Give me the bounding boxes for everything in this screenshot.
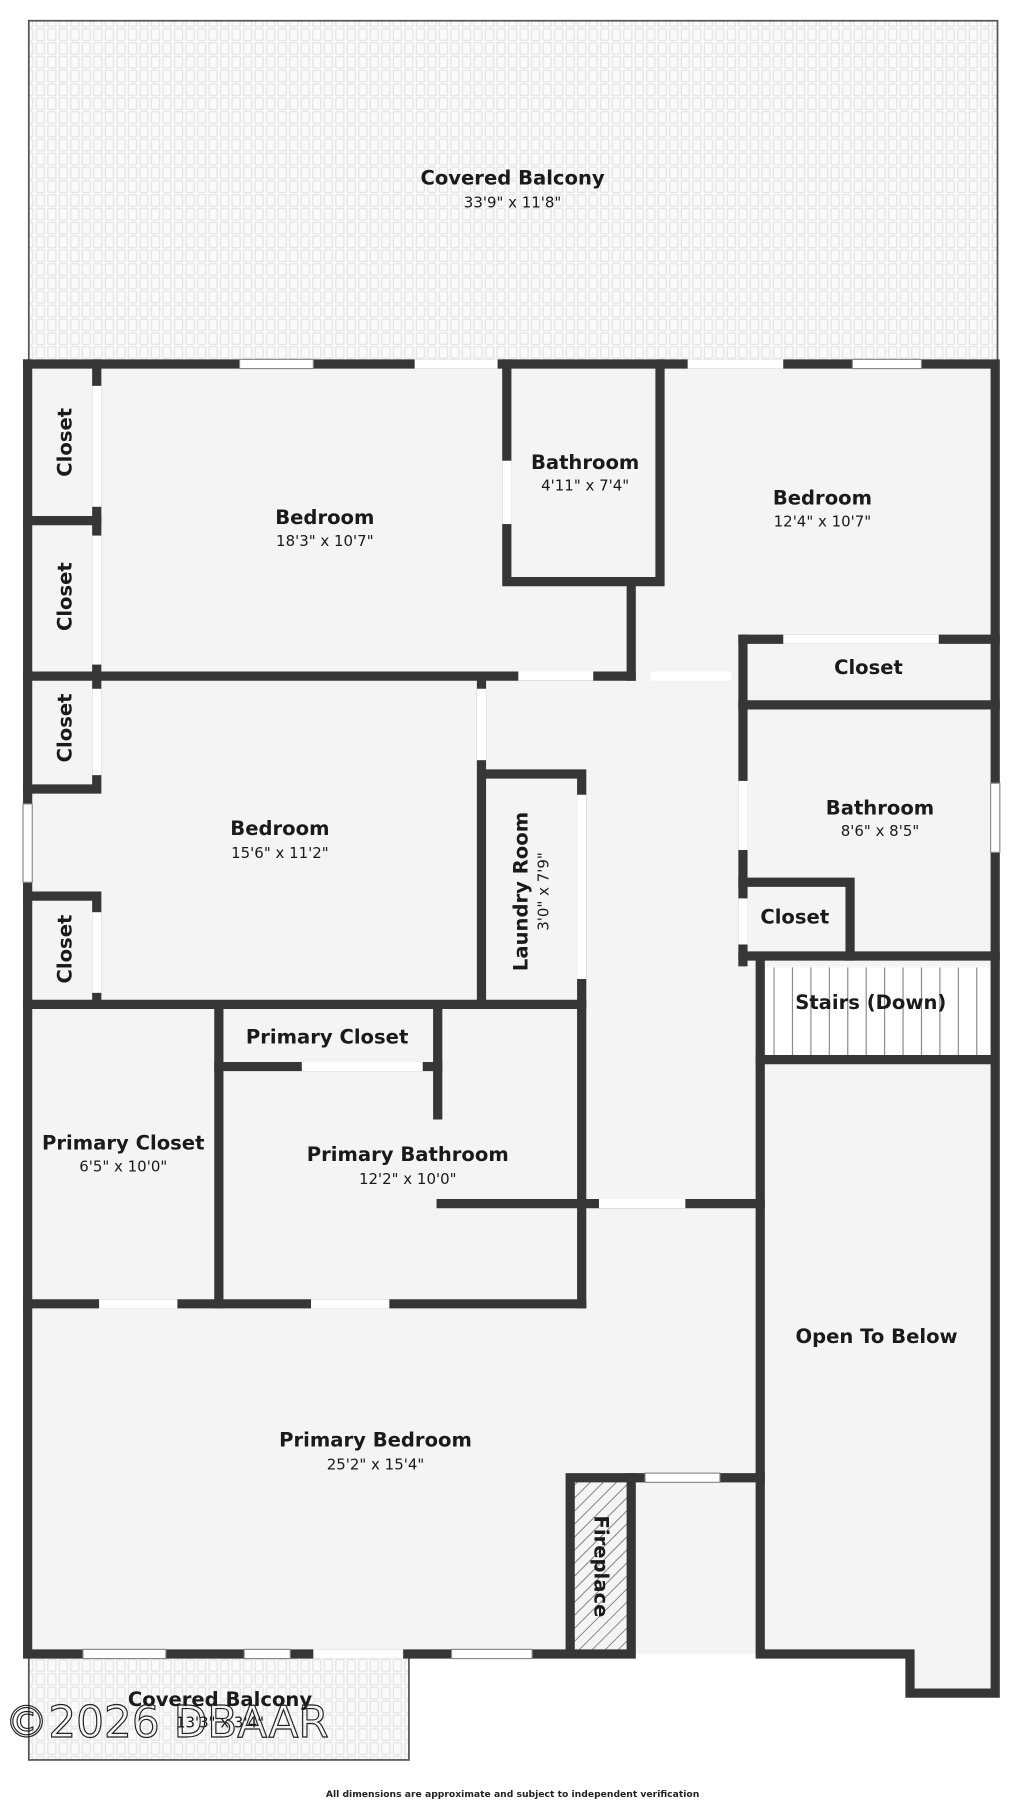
room-label: Open To Below [795, 1325, 957, 1348]
room-dims: 12'4" x 10'7" [774, 512, 872, 530]
room-label: Bathroom [531, 451, 639, 474]
room-label: Closet [760, 906, 829, 929]
room-label: Primary Closet [42, 1131, 204, 1154]
balcony-bottom [27, 1653, 410, 1761]
footer-disclaimer: All dimensions are approximate and subje… [326, 1789, 699, 1800]
room-label: Stairs (Down) [795, 991, 946, 1014]
room-dims: 3'0" x 7'9" [534, 852, 552, 930]
balcony-top [27, 19, 999, 363]
room-label: Closet [53, 694, 76, 763]
room-dims: 6'5" x 10'0" [79, 1157, 167, 1175]
room-dims: 18'3" x 10'7" [276, 532, 374, 550]
room-label: Primary Closet [246, 1026, 408, 1049]
room-label: Bedroom [773, 486, 872, 509]
room-label: Covered Balcony [128, 1688, 312, 1711]
room-label: Closet [834, 656, 903, 679]
room-dims: 12'2" x 10'0" [359, 1170, 457, 1188]
room-dims: 15'6" x 11'2" [231, 844, 329, 862]
room-label: Bedroom [275, 506, 374, 529]
room-dims: 4'11" x 7'4" [541, 477, 629, 495]
watermark: ©2026 DBAAR [5, 1697, 329, 1748]
room-label: Closet [53, 915, 76, 984]
room-label: Primary Bedroom [279, 1429, 472, 1452]
room-dims: 13'3" x 3'4" [176, 1714, 264, 1732]
room-label: Covered Balcony [420, 166, 604, 189]
room-label: Bathroom [826, 796, 934, 819]
room-label: Fireplace [589, 1516, 612, 1618]
room-label: Bedroom [230, 817, 329, 840]
room-label: Laundry Room [510, 812, 533, 971]
room-label: Closet [53, 562, 76, 631]
room-label: Closet [53, 408, 76, 477]
room-dims: 33'9" x 11'8" [464, 193, 562, 211]
fireplace-hatch [573, 1481, 632, 1652]
room-label: Primary Bathroom [307, 1143, 509, 1166]
room-dims: 8'6" x 8'5" [841, 822, 919, 840]
room-dims: 25'2" x 15'4" [327, 1456, 425, 1474]
